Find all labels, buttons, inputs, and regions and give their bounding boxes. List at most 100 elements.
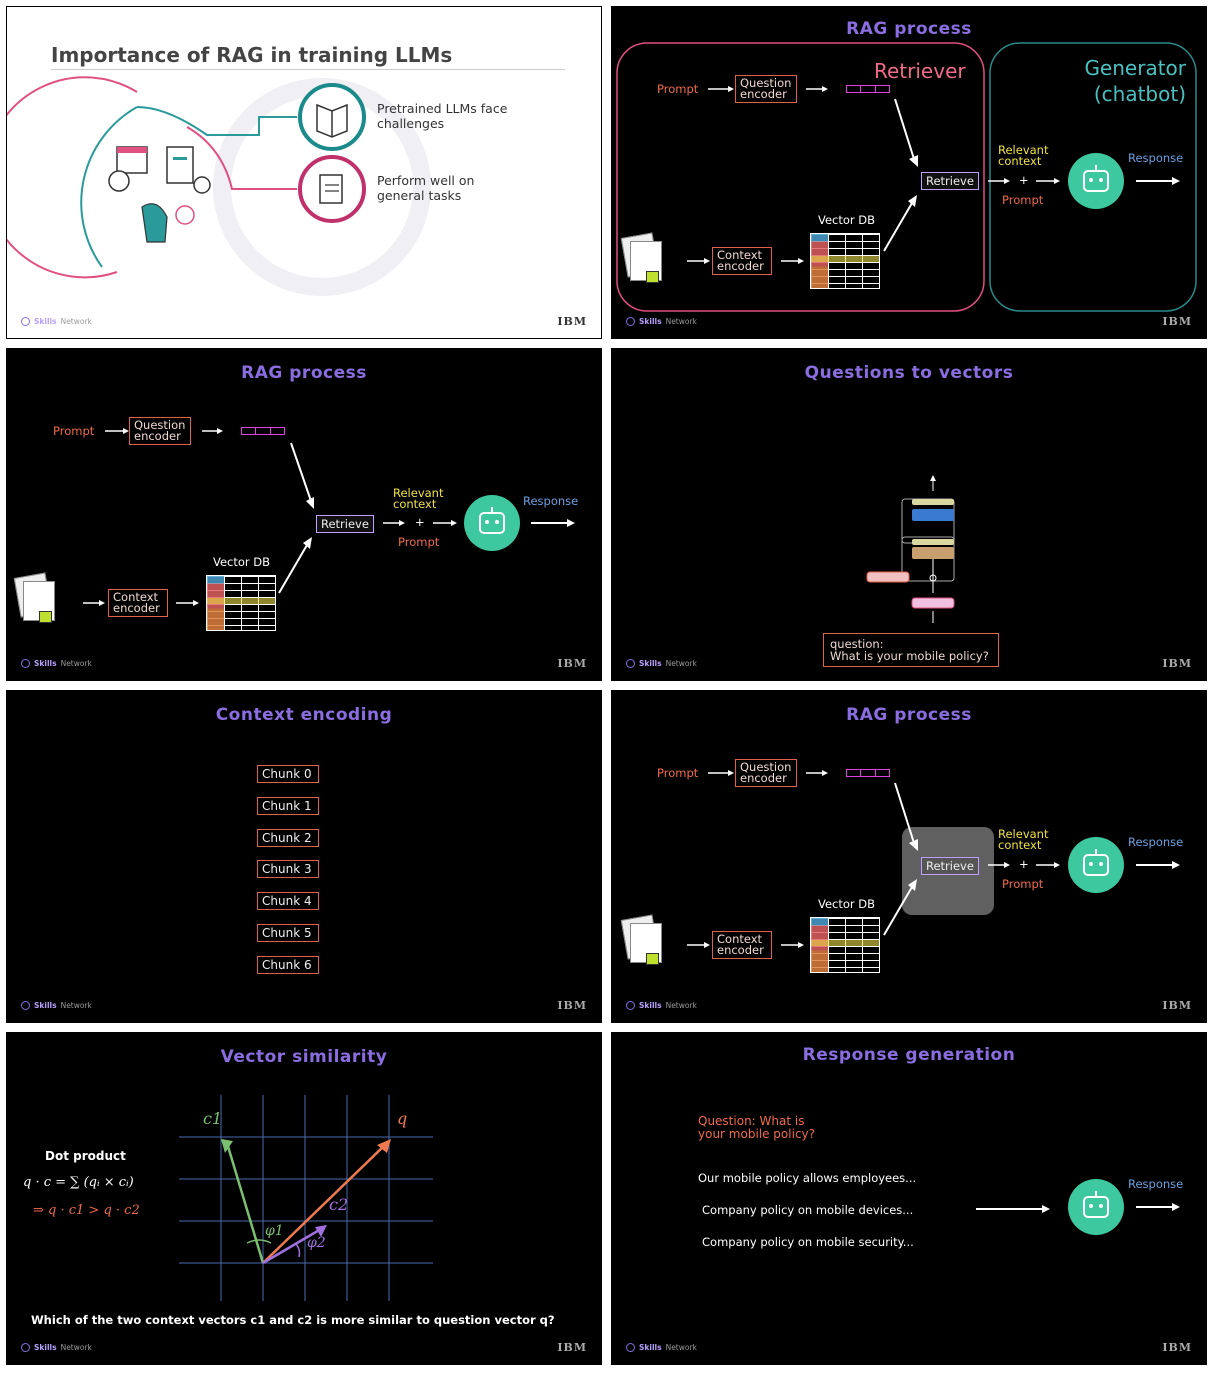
question-encoder-box: Question encoder xyxy=(129,417,191,445)
vector-db-table-icon xyxy=(206,575,276,631)
ibm-logo: IBM xyxy=(1162,1341,1192,1354)
plus-sign: + xyxy=(1019,173,1029,187)
title-underline xyxy=(51,69,565,70)
prompt-label-2: Prompt xyxy=(1002,877,1044,891)
diagram-lines xyxy=(976,1203,1180,1213)
question-encoder-box: Question encoder xyxy=(735,75,797,103)
slide-title: RAG process xyxy=(241,363,367,383)
slide-rag-process-overview: RAG process Prompt Question encoder Retr… xyxy=(611,6,1207,339)
question-encoder-box: Question encoder xyxy=(735,759,797,787)
context-encoder-box: Context encoder xyxy=(712,931,772,959)
ibm-logo: IBM xyxy=(557,999,587,1012)
context-line-2: Company policy on mobile devices... xyxy=(702,1203,914,1217)
slide-vector-similarity: Vector similarity Dot product q · c = ∑ … xyxy=(6,1032,602,1365)
prompt-label: Prompt xyxy=(657,82,699,96)
context-line-3: Company policy on mobile security... xyxy=(702,1235,914,1249)
slide-title: Context encoding xyxy=(215,705,393,725)
retriever-label: Retriever xyxy=(874,59,966,83)
question-vector xyxy=(846,85,890,93)
context-line-1: Our mobile policy allows employees... xyxy=(698,1171,917,1185)
vector-grid xyxy=(179,1095,433,1301)
plus-sign: + xyxy=(1019,857,1029,871)
relevant-context-label: Relevant context xyxy=(998,143,1049,168)
relevant-context-label: Relevant context xyxy=(998,827,1049,852)
diagram-lines xyxy=(616,42,1197,312)
prompt-label: Prompt xyxy=(657,766,699,780)
context-encoder-box: Context encoder xyxy=(712,247,772,275)
relevant-context-label: Relevant context xyxy=(393,486,444,511)
ibm-logo: IBM xyxy=(557,657,587,670)
ibm-logo: IBM xyxy=(1162,657,1192,670)
generator-label: Generator (chatbot) xyxy=(1084,56,1186,106)
similarity-conclusion: ⇒ q · c1 > q · c2 xyxy=(33,1203,140,1218)
general-tasks-text: Perform well on general tasks xyxy=(377,173,475,203)
c1-label: c1 xyxy=(203,1109,223,1128)
response-label: Response xyxy=(1128,835,1184,849)
dot-product-heading: Dot product xyxy=(45,1149,126,1163)
slide-title: RAG process xyxy=(846,19,972,39)
diagram-lines xyxy=(83,428,575,606)
chunk-0: Chunk 0 xyxy=(257,765,319,783)
illustration xyxy=(7,76,431,296)
phi1-label: φ1 xyxy=(265,1223,284,1239)
challenge-text: Pretrained LLMs face challenges xyxy=(377,101,508,131)
vector-db-label: Vector DB xyxy=(818,213,876,227)
chatbot-robot-icon xyxy=(1068,1179,1124,1235)
slide-rag-process-retrieve-highlight: RAG process Prompt Question encoder Retr… xyxy=(611,690,1207,1023)
chatbot-robot-icon xyxy=(464,495,520,551)
chunk-4: Chunk 4 xyxy=(257,892,319,910)
ibm-logo: IBM xyxy=(1162,999,1192,1012)
retrieve-box: Retrieve xyxy=(316,515,374,533)
slide-rag-process: RAG process Prompt Question encoder Retr… xyxy=(6,348,602,681)
slide-importance-of-rag: Importance of RAG in training LLMs Pretr… xyxy=(6,6,602,339)
chunk-1: Chunk 1 xyxy=(257,797,319,815)
question-box: question: What is your mobile policy? xyxy=(823,633,999,667)
question-vector xyxy=(241,427,285,435)
response-label: Response xyxy=(523,494,579,508)
slide-questions-to-vectors: Questions to vectors question: What is y… xyxy=(611,348,1207,681)
ibm-logo: IBM xyxy=(557,315,587,328)
response-label: Response xyxy=(1128,1177,1184,1191)
vector-db-table-icon xyxy=(810,233,880,289)
documents-icon xyxy=(620,914,664,965)
ibm-logo: IBM xyxy=(557,1341,587,1354)
slide-response-generation: Response generation Question: What is yo… xyxy=(611,1032,1207,1365)
question-vector xyxy=(846,769,890,777)
vector-db-label: Vector DB xyxy=(818,897,876,911)
plus-sign: + xyxy=(415,515,425,529)
slide-title: RAG process xyxy=(846,705,972,725)
phi2-label: φ2 xyxy=(307,1235,326,1251)
documents-icon xyxy=(13,572,57,623)
response-label: Response xyxy=(1128,151,1184,165)
slide-title: Vector similarity xyxy=(220,1047,388,1067)
dot-product-formula: q · c = ∑ (qᵢ × cᵢ) xyxy=(23,1175,134,1190)
chunk-2: Chunk 2 xyxy=(257,829,319,847)
slide-title: Importance of RAG in training LLMs xyxy=(51,43,453,67)
q-label: q xyxy=(397,1109,408,1128)
documents-icon xyxy=(620,232,664,283)
diagram-lines xyxy=(687,770,1180,948)
vector-db-label: Vector DB xyxy=(213,555,271,569)
context-encoder-box: Context encoder xyxy=(108,589,168,617)
slide-context-encoding: Context encoding Chunk 0 Chunk 1 Chunk 2… xyxy=(6,690,602,1023)
chunk-3: Chunk 3 xyxy=(257,860,319,878)
slide-title: Response generation xyxy=(802,1045,1016,1065)
retrieve-box: Retrieve xyxy=(921,857,979,875)
slide-title: Questions to vectors xyxy=(804,363,1014,383)
transformer-diagram xyxy=(866,475,955,623)
c2-label: c2 xyxy=(329,1195,349,1214)
chunk-6: Chunk 6 xyxy=(257,956,319,974)
question-text: Question: What is your mobile policy? xyxy=(698,1114,816,1141)
vector-db-table-icon xyxy=(810,917,880,973)
ibm-logo: IBM xyxy=(1162,315,1192,328)
retrieve-box: Retrieve xyxy=(921,172,979,190)
chunk-5: Chunk 5 xyxy=(257,924,319,942)
similarity-question: Which of the two context vectors c1 and … xyxy=(31,1313,555,1327)
